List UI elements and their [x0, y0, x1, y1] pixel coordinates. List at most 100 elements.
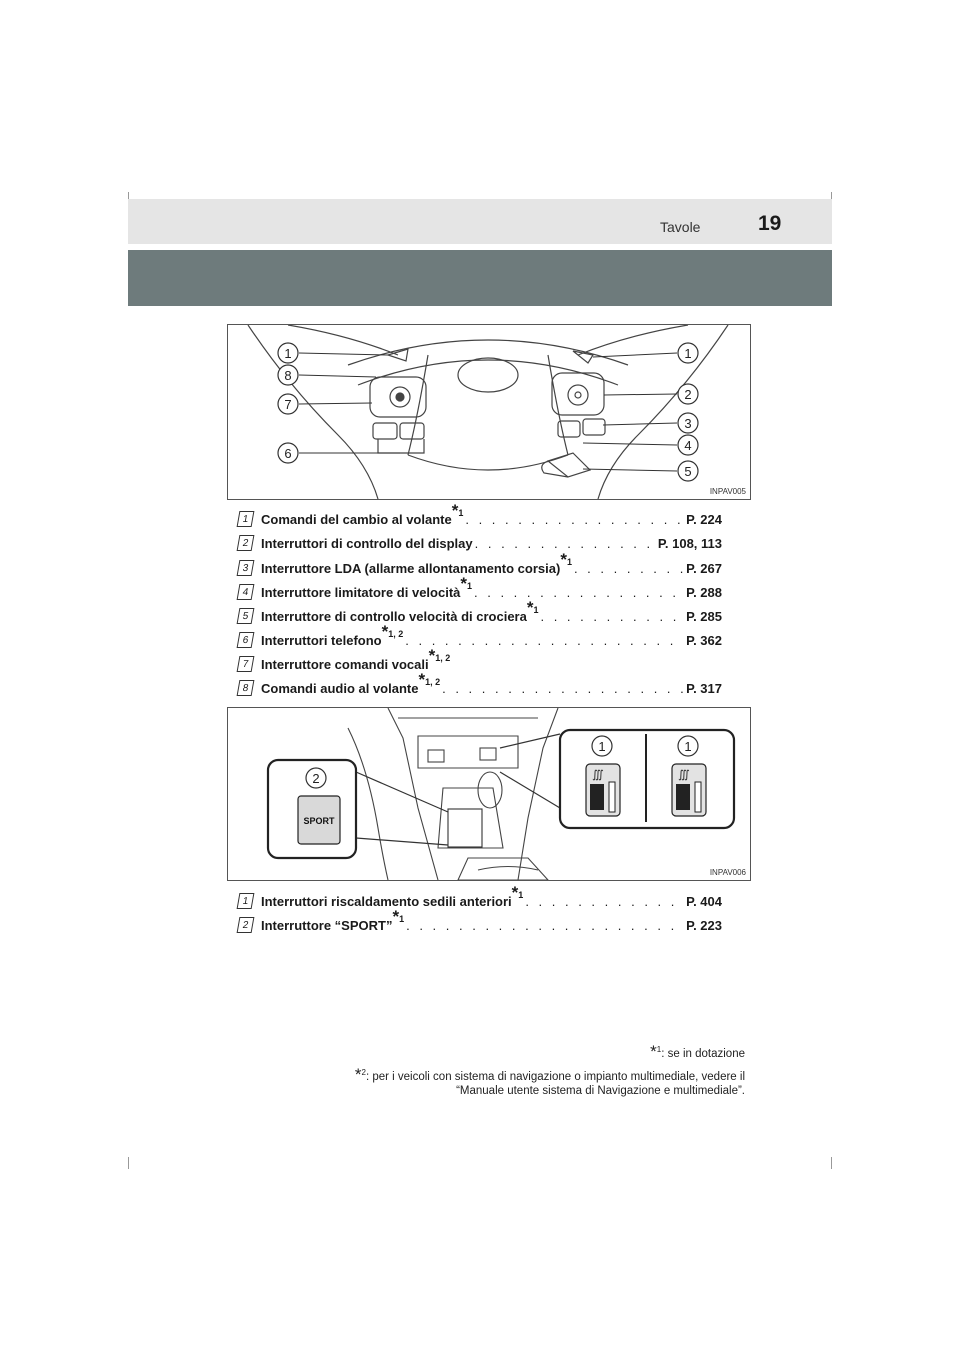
footnote-text-continued: “Manuale utente sistema di Navigazione e…	[456, 1084, 745, 1097]
leader-dots	[465, 512, 684, 527]
page-reference: P. 285	[686, 609, 722, 624]
footnote-ref: 1, 2	[435, 653, 451, 663]
footnote-ref: 1	[458, 508, 464, 518]
callout-label: 8	[284, 368, 291, 383]
legend-number: 2	[236, 917, 255, 933]
legend-number: 1	[236, 893, 255, 909]
page-reference: P. 288	[686, 585, 722, 600]
leader-dots	[475, 536, 656, 551]
callout-marker	[677, 434, 699, 456]
footnote-text: : se in dotazione	[661, 1047, 745, 1060]
legend-label: Interruttore comandi vocali	[261, 657, 429, 672]
footnote-star: *	[354, 1064, 362, 1084]
callout-marker	[677, 383, 699, 405]
leader-dots	[405, 633, 684, 648]
legend-item: 4 Interruttore limitatore di velocità*1 …	[236, 575, 722, 600]
footnote-ref: 1, 2	[425, 677, 441, 687]
callout-marker	[305, 767, 327, 789]
legend-label: Interruttore di controllo velocità di cr…	[261, 609, 527, 624]
seat-heater-switch-left: ∭	[585, 763, 621, 817]
crop-mark	[128, 1157, 129, 1169]
legend-number: 2	[236, 535, 255, 551]
legend-number: 7	[236, 656, 255, 672]
page-reference: P. 267	[686, 561, 722, 576]
legend-item: 8 Comandi audio al volante*1, 2 P. 317	[236, 671, 722, 696]
callout-label: 1	[684, 739, 691, 754]
callout-label: 4	[684, 438, 691, 453]
legend-label: Interruttori riscaldamento sedili anteri…	[261, 894, 512, 909]
legend-label: Comandi audio al volante	[261, 681, 419, 696]
steering-wheel-figure: 1 8 7 6 1 2 3 4 5 INPAV005	[227, 324, 751, 500]
leader-dots	[442, 681, 684, 696]
footnote-star: *	[392, 907, 400, 926]
footnote-mark: 1	[656, 1045, 662, 1054]
footnote-ref: 1	[399, 914, 405, 924]
footnote-star: *	[460, 574, 467, 593]
sport-button	[297, 795, 341, 845]
callout-marker	[591, 735, 613, 757]
footnote-star: *	[526, 598, 534, 617]
footnote-text: : per i veicoli con sistema di navigazio…	[365, 1070, 745, 1083]
page-reference: P. 317	[686, 681, 722, 696]
callout-marker	[677, 735, 699, 757]
page-reference: P. 224	[686, 512, 722, 527]
callout-label: 1	[284, 346, 291, 361]
page-reference: P. 362	[686, 633, 722, 648]
footnote-star: *	[511, 883, 519, 902]
legend-label: Interruttori telefono	[261, 633, 382, 648]
legend-label: Comandi del cambio al volante	[261, 512, 452, 527]
section-title: Tavole	[660, 219, 701, 235]
leader-dots	[474, 585, 684, 600]
callout-marker	[677, 412, 699, 434]
footnote-mark: 2	[361, 1068, 366, 1077]
footnote-ref: 1	[566, 557, 572, 567]
legend-item: 1 Comandi del cambio al volante*1 P. 224	[236, 502, 722, 527]
footnote-star: *	[418, 670, 426, 689]
legend-label: Interruttore “SPORT”	[261, 918, 393, 933]
legend-item: 5 Interruttore di controllo velocità di …	[236, 599, 722, 624]
svg-text:∭: ∭	[592, 768, 604, 781]
callout-marker	[277, 342, 299, 364]
legend-label: Interruttore limitatore di velocità	[261, 585, 461, 600]
leader-dots	[406, 918, 684, 933]
steering-wheel-illustration: 1 8 7 6 1 2 3 4 5	[247, 325, 729, 499]
crop-mark	[128, 192, 129, 199]
callout-marker	[677, 460, 699, 482]
legend-item: 3 Interruttore LDA (allarme allontanamen…	[236, 551, 722, 576]
sport-button-label: SPORT	[303, 816, 335, 826]
callout-label: 5	[684, 464, 691, 479]
console-figure: 1 1 ∭ ∭ 2 SPORT INPAV006	[227, 707, 751, 881]
legend-number: 3	[236, 560, 255, 576]
legend-number: 4	[236, 584, 255, 600]
footnote-ref: 1	[518, 890, 524, 900]
legend-number: 1	[236, 511, 255, 527]
footnote-ref: 1, 2	[388, 629, 404, 639]
figure-id: INPAV005	[709, 487, 746, 496]
figure-id: INPAV006	[709, 868, 746, 877]
legend-item: 1 Interruttori riscaldamento sedili ante…	[236, 884, 722, 909]
page-reference: P. 223	[686, 918, 722, 933]
footnote-ref: 1	[533, 605, 539, 615]
page-header	[128, 199, 832, 244]
callout-label: 1	[684, 346, 691, 361]
footnote-star: *	[650, 1041, 657, 1061]
title-band	[128, 250, 832, 306]
leader-dots	[574, 561, 684, 576]
legend-item: 6 Interruttori telefono*1, 2 P. 362	[236, 623, 722, 648]
crop-mark	[831, 1157, 832, 1169]
page-number: 19	[758, 212, 782, 235]
callout-label: 1	[598, 739, 605, 754]
legend-item: 2 Interruttore “SPORT”*1 P. 223	[236, 908, 722, 933]
legend-label: Interruttori di controllo del display	[261, 536, 473, 551]
footnote-star: *	[560, 550, 567, 569]
page-reference: P. 108, 113	[657, 536, 722, 551]
page-reference: P. 404	[686, 894, 722, 909]
callout-label: 2	[684, 387, 691, 402]
footnote-star: *	[451, 501, 459, 520]
callout-label: 3	[684, 416, 691, 431]
callout-label: 6	[284, 446, 291, 461]
console-illustration: 1 1 ∭ ∭ 2 SPORT	[266, 708, 736, 880]
callout-marker	[677, 342, 699, 364]
callout-label: 2	[312, 771, 319, 786]
callout-marker	[277, 393, 299, 415]
